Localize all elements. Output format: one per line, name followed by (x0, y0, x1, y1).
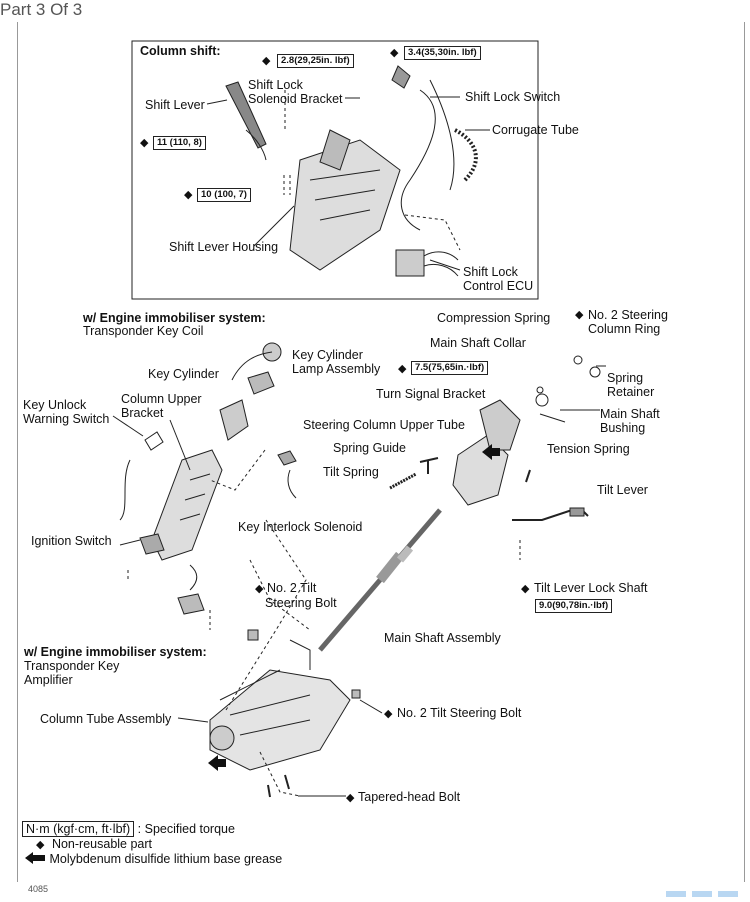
diamond-icon: ◆ (36, 839, 45, 851)
diamond-icon: ◆ (255, 583, 264, 595)
legend-torque-units: N·m (kgf·cm, ft·lbf) (22, 821, 135, 837)
shift-lock-ecu-part (395, 249, 425, 277)
diamond-icon: ◆ (575, 309, 584, 321)
legend-grease: Molybdenum disulfide lithium base grease (49, 852, 283, 866)
label-spring-guide: Spring Guide (333, 441, 406, 455)
grease-arrow-icon (482, 444, 500, 460)
label-key-unlock-1: Key Unlock (23, 398, 87, 412)
arrow-left-icon (25, 852, 45, 864)
page-frame (17, 22, 745, 882)
transponder-key-amplifier-part (177, 593, 205, 615)
main-shaft-collar-part (535, 393, 549, 407)
column-shift-box (131, 40, 539, 300)
column-shift-title: Column shift: (140, 44, 221, 58)
torque-label: 7.5(75,65in.·lbf) (411, 361, 489, 375)
label-no2-steering-column-ring-2: Column Ring (588, 322, 661, 336)
shift-lock-switch-wire (400, 89, 436, 231)
legend: N·m (kgf·cm, ft·lbf) : Specified torque … (22, 821, 282, 867)
label-immobiliser-1: w/ Engine immobiliser system: (83, 311, 266, 325)
torque-label: 10 (100, 7) (197, 188, 251, 202)
label-spring-retainer-2: Retainer (607, 385, 655, 399)
label-shift-lock-solenoid-bracket-2: Solenoid Bracket (248, 92, 343, 106)
diamond-icon: ◆ (346, 792, 355, 804)
label-shift-lock-ecu-2: Control ECU (463, 279, 534, 293)
label-spring-retainer-1: Spring (607, 371, 644, 385)
torque-label: 11 (110, 8) (153, 136, 206, 150)
label-steering-column-upper-tube: Steering Column Upper Tube (303, 418, 465, 432)
ignition-switch-part (139, 533, 165, 555)
diamond-icon: ◆ (184, 189, 193, 201)
label-column-upper-bracket-2: Bracket (121, 406, 164, 420)
label-column-tube-assembly: Column Tube Assembly (40, 712, 172, 726)
label-transponder-key-coil: Transponder Key Coil (83, 324, 204, 338)
label-key-unlock-2: Warning Switch (23, 412, 110, 426)
legend-grease-row: Molybdenum disulfide lithium base grease (22, 852, 282, 867)
label-tilt-lever: Tilt Lever (597, 483, 648, 497)
label-tension-spring: Tension Spring (547, 442, 630, 456)
diamond-icon: ◆ (390, 47, 399, 59)
label-shift-lock-ecu-1: Shift Lock (463, 265, 518, 279)
label-main-shaft-bushing-1: Main Shaft (600, 407, 660, 421)
label-transponder-key-amplifier-1: Transponder Key (24, 659, 120, 673)
tilt-spring-part (389, 472, 417, 490)
label-ignition-switch: Ignition Switch (31, 534, 112, 548)
label-transponder-key-amplifier-2: Amplifier (24, 673, 73, 687)
label-tilt-spring: Tilt Spring (323, 465, 379, 479)
label-key-cylinder-lamp-2: Lamp Assembly (292, 362, 381, 376)
page-title: Part 3 Of 3 (0, 0, 83, 19)
tension-spring-part (525, 469, 531, 483)
diamond-icon: ◆ (398, 363, 407, 375)
label-key-cylinder-lamp-1: Key Cylinder (292, 348, 363, 362)
legend-non-reusable-row: ◆ Non-reusable part (22, 837, 282, 852)
label-tapered-head-bolt: Tapered-head Bolt (358, 790, 461, 804)
column-tube-assembly-part (209, 669, 351, 771)
label-no2-tilt-steering-bolt-a-1: No. 2 Tilt (267, 581, 317, 595)
label-corrugate-tube: Corrugate Tube (492, 123, 579, 137)
label-shift-lever-housing: Shift Lever Housing (169, 240, 279, 254)
label-no2-tilt-steering-bolt-b: No. 2 Tilt Steering Bolt (397, 706, 522, 720)
footer-icons (660, 884, 750, 897)
torque-label: 2.8(29,25in. lbf) (277, 54, 354, 68)
key-unlock-switch-part (119, 431, 164, 521)
label-column-upper-bracket-1: Column Upper (121, 392, 202, 406)
diamond-icon: ◆ (521, 583, 530, 595)
torque-label: 3.4(35,30in. lbf) (404, 46, 481, 60)
shift-lever-housing-part (289, 139, 401, 271)
page-number: 4085 (28, 884, 49, 894)
key-interlock-solenoid-part (277, 450, 297, 466)
label-no2-steering-column-ring-1: No. 2 Steering (588, 308, 668, 322)
compression-spring-part (589, 366, 601, 378)
legend-non-reusable: Non-reusable part (51, 837, 153, 851)
legend-torque-desc: : Specified torque (137, 822, 235, 836)
label-shift-lock-switch: Shift Lock Switch (465, 90, 561, 104)
label-key-cylinder: Key Cylinder (148, 367, 219, 381)
spring-guide-part (419, 457, 439, 474)
label-main-shaft-assembly: Main Shaft Assembly (384, 631, 501, 645)
label-immobiliser-2: w/ Engine immobiliser system: (24, 645, 207, 659)
diamond-icon: ◆ (140, 137, 149, 149)
label-no2-tilt-steering-bolt-a-2: Steering Bolt (265, 596, 337, 610)
grease-arrow-icon (208, 755, 226, 771)
label-turn-signal-bracket: Turn Signal Bracket (376, 387, 486, 401)
label-compression-spring: Compression Spring (437, 311, 551, 325)
label-key-interlock-solenoid: Key Interlock Solenoid (238, 520, 363, 534)
diamond-icon: ◆ (262, 55, 271, 67)
key-cylinder-part (247, 371, 275, 395)
label-tilt-lever-lock-shaft: Tilt Lever Lock Shaft (534, 581, 648, 595)
label-main-shaft-bushing-2: Bushing (600, 421, 646, 435)
corrugate-tube-part (454, 128, 478, 182)
legend-torque-row: N·m (kgf·cm, ft·lbf) : Specified torque (22, 821, 282, 837)
label-shift-lever: Shift Lever (145, 98, 205, 112)
column-upper-bracket-part (151, 449, 223, 561)
label-shift-lock-solenoid-bracket-1: Shift Lock (248, 78, 303, 92)
label-main-shaft-collar: Main Shaft Collar (430, 336, 526, 350)
diamond-icon: ◆ (384, 708, 393, 720)
shift-lever-part (225, 81, 267, 149)
torque-label: 9.0(90,78in.·lbf) (535, 599, 613, 613)
